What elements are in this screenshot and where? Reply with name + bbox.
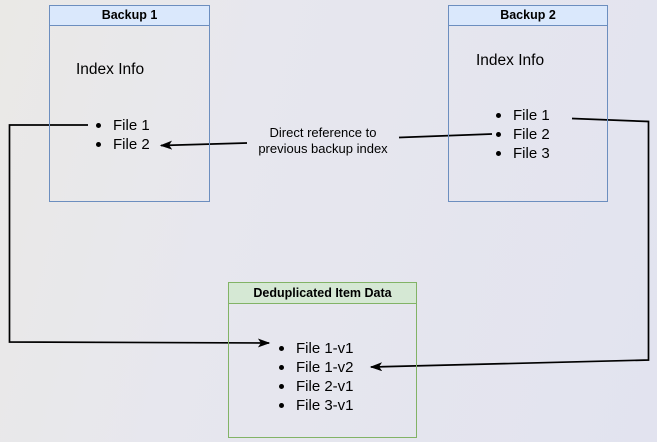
- list-item: File 2: [96, 135, 150, 154]
- list-item: File 2: [496, 125, 550, 144]
- bullet-icon: [279, 383, 284, 389]
- bullet-icon: [496, 131, 501, 137]
- file-label: File 2: [513, 125, 550, 143]
- file-label: File 1: [513, 106, 550, 124]
- file-label: File 3-v1: [296, 396, 354, 414]
- file-label: File 1-v2: [296, 358, 354, 376]
- file-label: File 1: [113, 116, 150, 134]
- list-item: File 1-v2: [279, 358, 354, 377]
- backup1-title: Backup 1: [50, 6, 209, 26]
- list-item: File 1-v1: [279, 339, 354, 358]
- backup1-index-info-label: Index Info: [76, 61, 145, 78]
- list-item: File 1: [96, 116, 150, 135]
- list-item: File 3-v1: [279, 396, 354, 415]
- bullet-icon: [96, 122, 101, 128]
- backup1-file-list: File 1 File 2: [96, 116, 150, 154]
- direct-reference-label-line1: Direct reference to: [269, 125, 377, 140]
- bullet-icon: [279, 402, 284, 408]
- bullet-icon: [279, 364, 284, 370]
- list-item: File 2-v1: [279, 377, 354, 396]
- backup1-box: Backup 1: [49, 5, 210, 202]
- file-label: File 3: [513, 144, 550, 162]
- dedup-box: Deduplicated Item Data: [228, 282, 417, 438]
- file-label: File 2: [113, 135, 150, 153]
- list-item: File 3: [496, 144, 550, 163]
- bullet-icon: [279, 345, 284, 351]
- dedup-title: Deduplicated Item Data: [229, 283, 416, 304]
- dedup-file-list: File 1-v1 File 1-v2 File 2-v1 File 3-v1: [279, 339, 354, 415]
- bullet-icon: [96, 141, 101, 147]
- file-label: File 1-v1: [296, 339, 354, 357]
- bullet-icon: [496, 112, 501, 118]
- file-label: File 2-v1: [296, 377, 354, 395]
- list-item: File 1: [496, 106, 550, 125]
- direct-reference-label-line2: previous backup index: [258, 140, 388, 156]
- backup2-file-list: File 1 File 2 File 3: [496, 106, 550, 163]
- direct-reference-label: Direct reference to previous backup inde…: [238, 125, 408, 156]
- bullet-icon: [496, 150, 501, 156]
- backup2-title: Backup 2: [449, 6, 607, 26]
- backup2-index-info-label: Index Info: [476, 52, 545, 69]
- backup2-box: Backup 2: [448, 5, 608, 202]
